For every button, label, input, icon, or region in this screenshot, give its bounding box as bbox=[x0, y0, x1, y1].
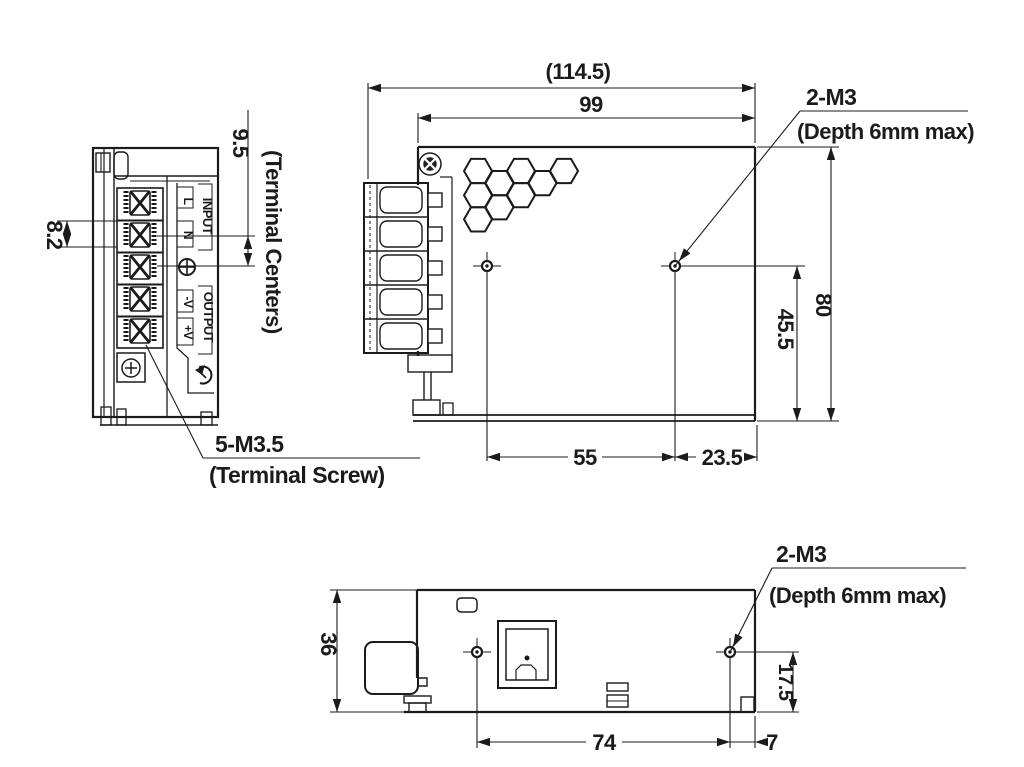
foot bbox=[116, 408, 127, 426]
top-latch bbox=[95, 152, 111, 173]
terminal-screw-callout: 5-M3.5 (Terminal Screw) bbox=[145, 344, 420, 488]
dimension-8-2: 8.2 bbox=[42, 220, 117, 250]
foot bbox=[408, 702, 427, 713]
dim-text: 17.5 bbox=[774, 664, 796, 701]
dimension-114-5: (114.5) bbox=[367, 59, 756, 179]
foot bbox=[200, 411, 213, 426]
terminal-block-top bbox=[363, 182, 443, 354]
front-view: INPUT L N OUTPUT -V +V 8.2 9.5 (Terminal… bbox=[42, 110, 420, 488]
line-terminal-label: L bbox=[181, 198, 195, 205]
dim-text: 74 bbox=[592, 730, 617, 755]
earth-symbol-icon bbox=[178, 258, 196, 276]
dim-text: 99 bbox=[579, 92, 603, 117]
dim-text: 9.5 bbox=[228, 128, 253, 157]
corner-screw-icon bbox=[418, 152, 442, 176]
foot bbox=[740, 696, 755, 713]
bottom-view-outline bbox=[364, 588, 757, 714]
dim-text: (114.5) bbox=[546, 59, 611, 84]
front-view-outline bbox=[91, 146, 220, 426]
dimension-99: 99 bbox=[417, 92, 755, 143]
dimension-74: 74 bbox=[476, 658, 731, 755]
top-tab bbox=[113, 151, 129, 180]
ground-screw-icon bbox=[121, 358, 141, 378]
callout-note: (Depth 6mm max) bbox=[769, 583, 946, 608]
dimension-17-5: 17.5 bbox=[735, 651, 799, 713]
dimension-55: 55 bbox=[486, 272, 676, 470]
dimension-7: 7 bbox=[730, 716, 779, 755]
terminal-strip bbox=[116, 187, 164, 383]
neg-v-label: -V bbox=[181, 297, 195, 308]
input-label: INPUT bbox=[200, 198, 215, 235]
top-view-outline bbox=[407, 145, 757, 422]
dimension-9-5: 9.5 (Terminal Centers) bbox=[157, 110, 286, 334]
top-view: (114.5) 99 2-M3 (Depth 6mm max) 80 bbox=[363, 59, 975, 470]
component-outline bbox=[497, 620, 557, 689]
dim-text: 36 bbox=[316, 632, 341, 656]
callout-note: (Terminal Screw) bbox=[209, 462, 385, 488]
dim-text: 45.5 bbox=[773, 309, 798, 350]
dimension-23-5: 23.5 bbox=[675, 425, 758, 470]
bottom-view: 36 2-M3 (Depth 6mm max) 17.5 74 bbox=[316, 541, 966, 755]
output-label: OUTPUT bbox=[201, 292, 216, 343]
dimension-36: 36 bbox=[316, 589, 417, 713]
callout-text: 5-M3.5 bbox=[215, 431, 284, 457]
label-plate bbox=[166, 176, 214, 417]
dimension-45-5: 45.5 bbox=[689, 265, 805, 421]
mounting-hole-callout-bottom: 2-M3 (Depth 6mm max) bbox=[729, 541, 966, 653]
neutral-terminal-label: N bbox=[181, 231, 195, 239]
foot bbox=[100, 406, 112, 426]
vent-slot bbox=[606, 682, 629, 692]
v-adjust-icon bbox=[195, 365, 213, 385]
dim-text: 8.2 bbox=[42, 220, 67, 249]
vent-slot bbox=[456, 597, 478, 613]
dim-text: 80 bbox=[811, 293, 836, 317]
dim-text: 23.5 bbox=[702, 445, 743, 470]
pos-v-label: +V bbox=[181, 325, 195, 340]
callout-text: 2-M3 bbox=[806, 84, 856, 110]
dimension-80: 80 bbox=[757, 146, 839, 422]
callout-note: (Depth 6mm max) bbox=[797, 119, 974, 144]
mounting-hole-callout-top: 2-M3 (Depth 6mm max) bbox=[674, 84, 975, 267]
dim-text: 7 bbox=[766, 730, 778, 755]
dim-text: 55 bbox=[573, 445, 597, 470]
dim-note: (Terminal Centers) bbox=[261, 150, 286, 334]
ground-screw-pad bbox=[116, 352, 146, 383]
terminal-block-bottom bbox=[364, 641, 419, 695]
callout-text: 2-M3 bbox=[776, 541, 826, 567]
